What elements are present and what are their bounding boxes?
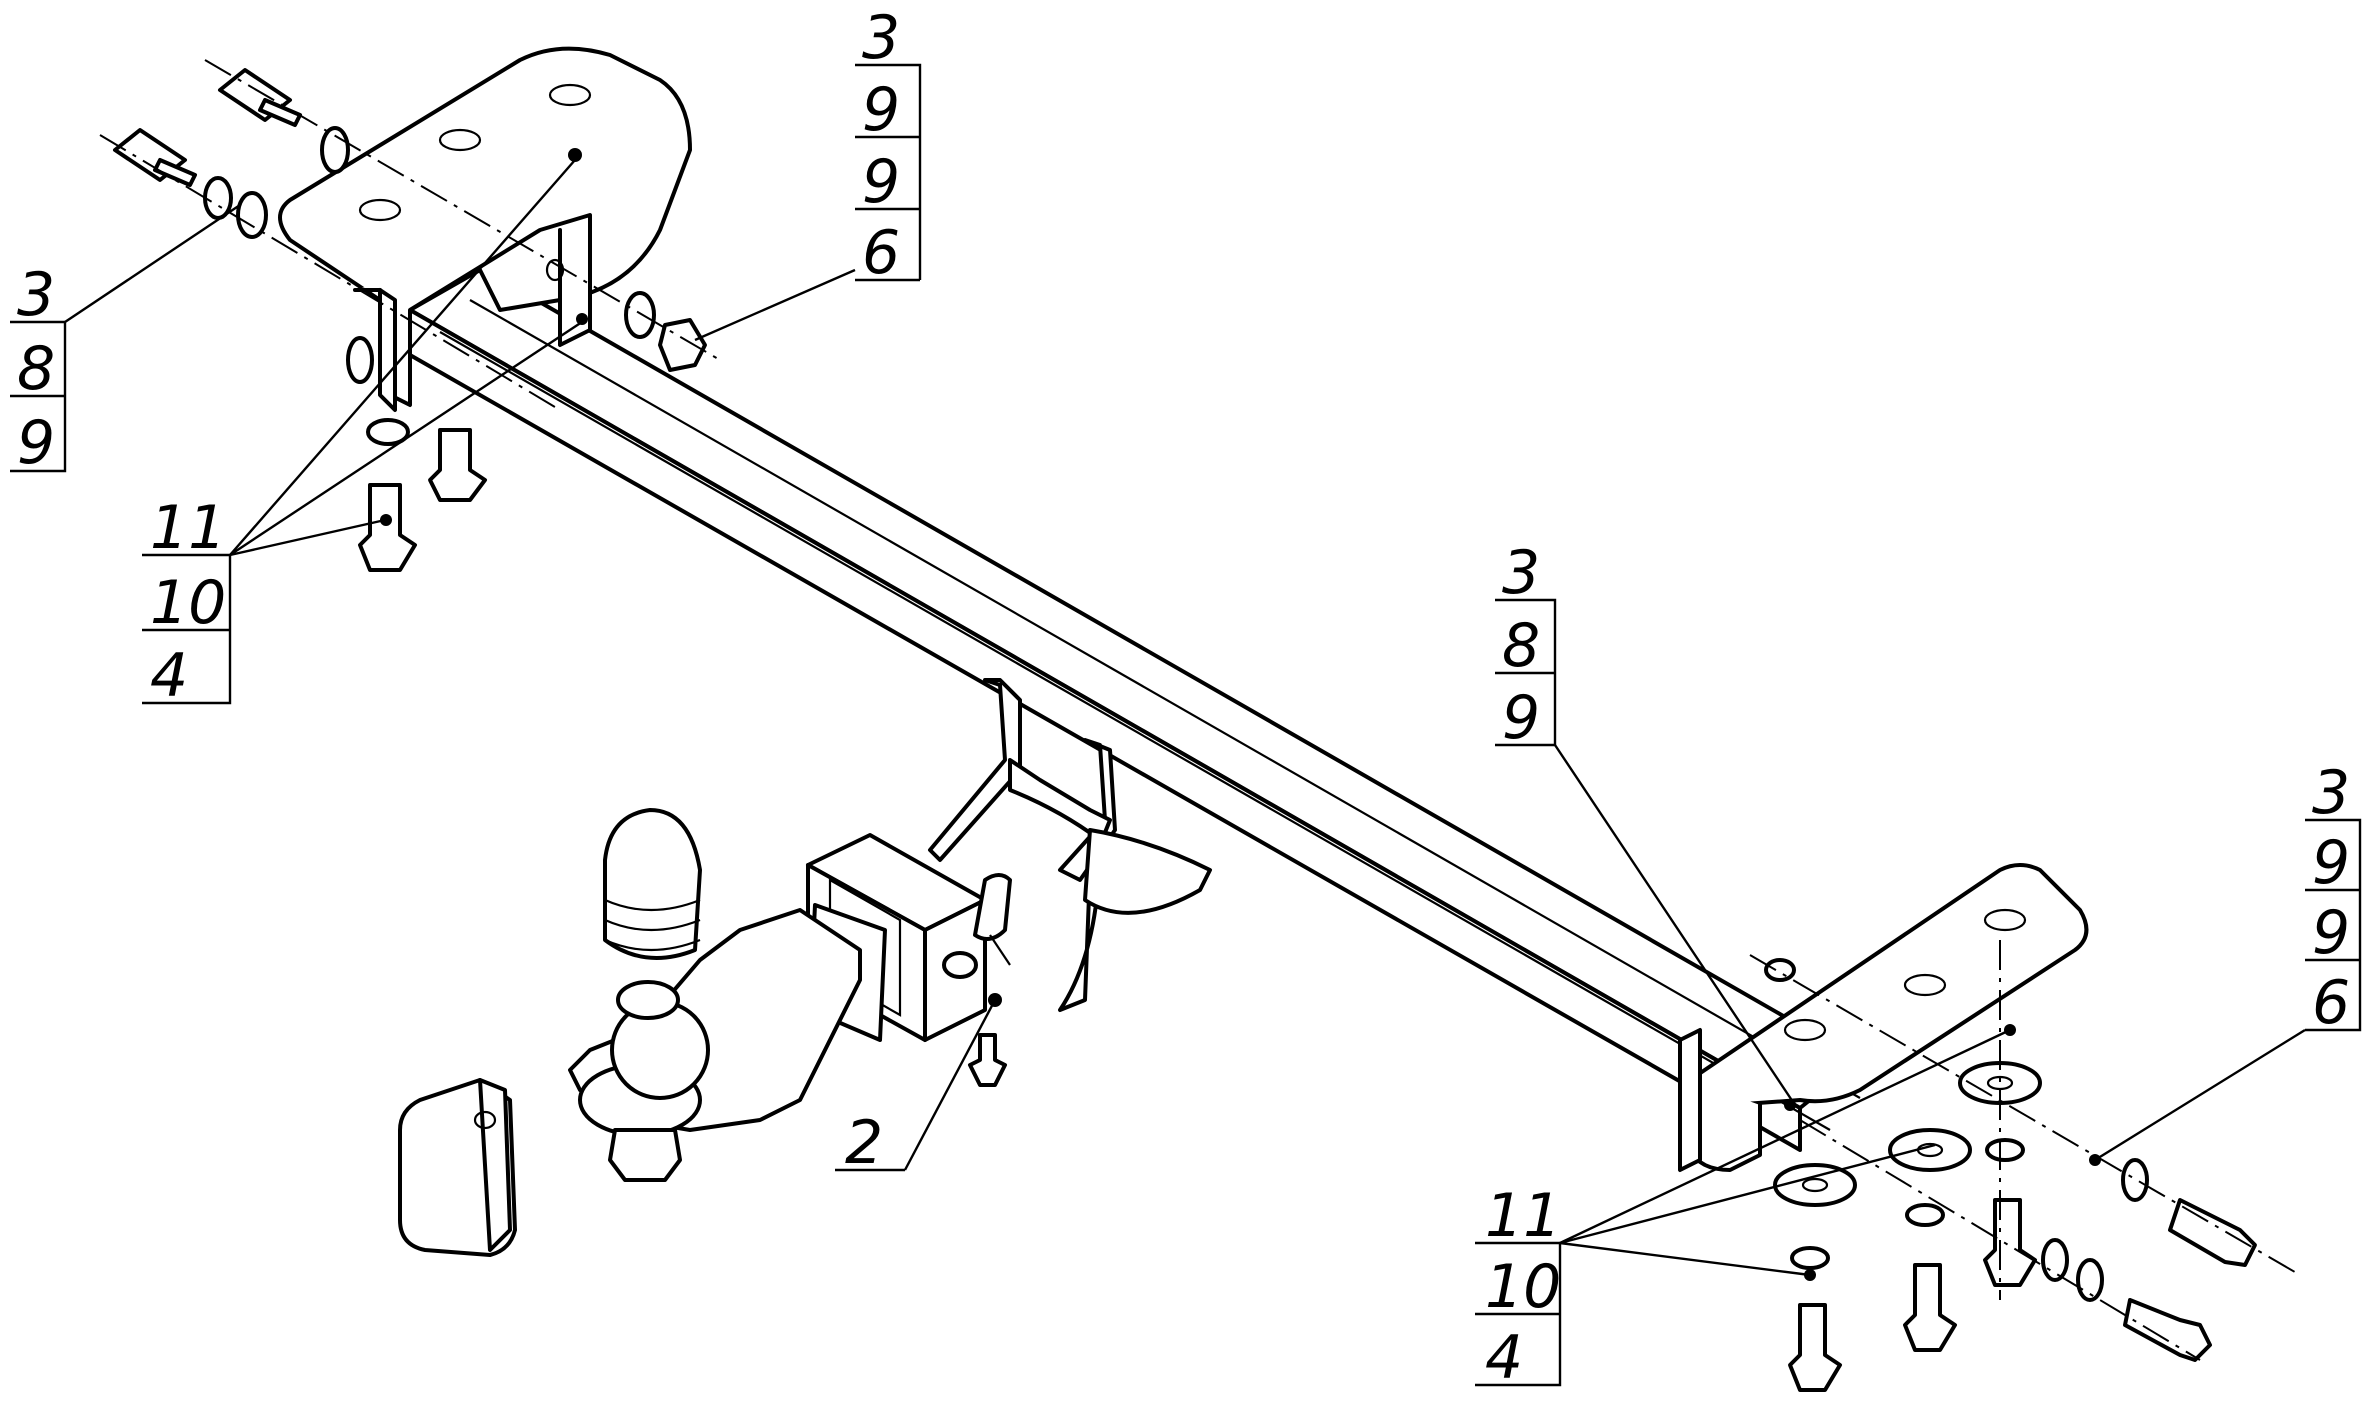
ball-mount bbox=[568, 873, 1012, 1182]
callout-number: 3 bbox=[862, 3, 900, 73]
callout-number: 9 bbox=[862, 75, 900, 145]
callout-number: 11 bbox=[1485, 1181, 1561, 1251]
callout-frames bbox=[10, 63, 2362, 1387]
left-bracket-bolts bbox=[99, 59, 721, 572]
callout-number: 3 bbox=[17, 260, 55, 330]
callout-bottom-right: 11 10 4 bbox=[1485, 1181, 1561, 1393]
callout-number: 9 bbox=[2312, 898, 2350, 968]
callout-number: 4 bbox=[150, 641, 188, 711]
callout-number: 3 bbox=[2312, 758, 2350, 828]
callout-center-right: 3 8 9 bbox=[1502, 538, 1540, 753]
callout-number: 2 bbox=[845, 1108, 883, 1178]
callout-number: 8 bbox=[1502, 611, 1540, 681]
right-mounting-bracket bbox=[1678, 863, 2089, 1172]
callout-number: 9 bbox=[1502, 683, 1540, 753]
callout-number: 6 bbox=[2312, 968, 2350, 1038]
callout-number: 4 bbox=[1485, 1323, 1523, 1393]
cross-beam bbox=[408, 260, 1862, 1152]
callout-ball-mount: 2 bbox=[845, 1108, 883, 1178]
callout-right: 3 9 9 6 bbox=[2312, 758, 2350, 1038]
callout-top-center: 3 9 9 6 bbox=[862, 3, 900, 288]
leader-lines bbox=[64, 159, 2306, 1277]
callout-number: 10 bbox=[150, 568, 226, 638]
callout-number: 11 bbox=[150, 493, 226, 563]
callout-number: 9 bbox=[862, 147, 900, 217]
callout-top-left: 3 8 9 bbox=[17, 260, 55, 478]
callout-number: 8 bbox=[17, 334, 55, 404]
callout-number: 10 bbox=[1485, 1252, 1561, 1322]
receiver-plug bbox=[398, 1078, 517, 1257]
callout-number: 3 bbox=[1502, 538, 1540, 608]
callout-number: 9 bbox=[17, 408, 55, 478]
callout-number: 6 bbox=[862, 218, 900, 288]
callout-left-mid: 11 10 4 bbox=[150, 493, 226, 711]
callout-number: 9 bbox=[2312, 828, 2350, 898]
ball-cover-cap bbox=[603, 808, 702, 960]
